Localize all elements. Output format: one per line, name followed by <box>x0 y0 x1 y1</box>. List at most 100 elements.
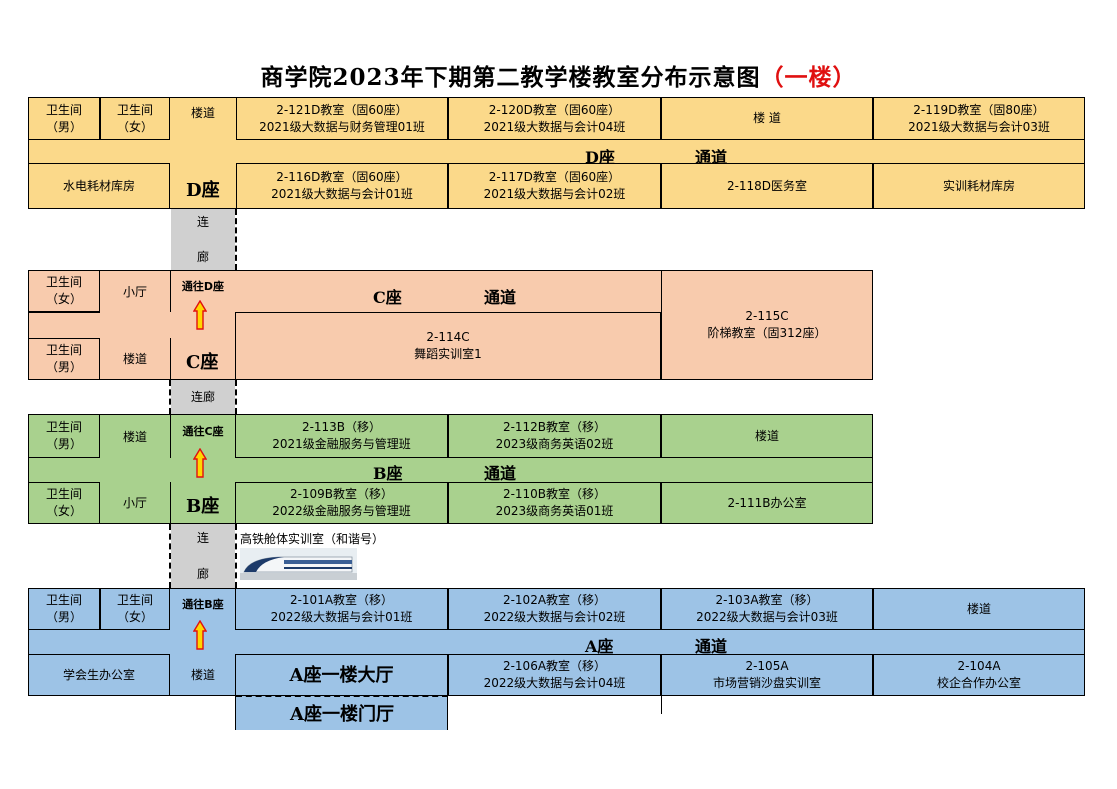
label: 2022级金融服务与管理班 <box>272 504 411 518</box>
room-2-117d: 2-117D教室（固60座）2021级大数据与会计02班 <box>448 163 661 209</box>
corridor-edge <box>169 524 171 588</box>
label: （女） <box>116 610 153 624</box>
label: （男） <box>45 437 82 451</box>
a-stairs-2: 楼道 <box>171 656 235 694</box>
label: 2-101A教室（移） <box>289 593 394 607</box>
room-2-118d: 2-118D医务室 <box>661 163 873 209</box>
label: 卫生间 <box>45 420 82 434</box>
label: 水电耗材库房 <box>62 178 135 193</box>
label: A座一楼大厅 <box>289 664 394 686</box>
corridor-edge <box>235 524 237 588</box>
d-passage-name: D座 <box>585 148 615 167</box>
label: 2-113B（移） <box>301 420 382 434</box>
label: 舞蹈实训室1 <box>414 347 482 361</box>
label: （男） <box>45 360 82 374</box>
label: 2021级大数据与会计01班 <box>271 187 413 201</box>
b-wc-female: 卫生间（女） <box>28 482 100 524</box>
label: 连廊 <box>190 389 215 404</box>
room-2-121d: 2-121D教室（固60座）2021级大数据与财务管理01班 <box>236 97 448 140</box>
room-2-111b: 2-111B办公室 <box>661 482 873 524</box>
a-gate-hall-background <box>236 696 448 730</box>
c-to-d-label: 通往D座 <box>171 276 235 296</box>
b-lobby: 小厅 <box>100 484 170 522</box>
label: 2021级大数据与会计02班 <box>483 187 626 201</box>
label: 学会生办公室 <box>62 667 135 682</box>
label: （男） <box>45 119 82 134</box>
label: 2022级大数据与会计03班 <box>696 610 838 624</box>
label: 2-115C <box>745 309 789 323</box>
b-passage-label: 通道 <box>484 464 517 483</box>
label: 廊 <box>196 566 209 581</box>
room-2-102a: 2-102A教室（移） 2022级大数据与会计02班 <box>448 588 661 630</box>
d-storage-utilities: 水电耗材库房 <box>28 163 170 209</box>
label: 2-121D教室（固60座） <box>276 102 408 117</box>
room-2-110b: 2-110B教室（移） 2023级商务英语01班 <box>448 482 661 524</box>
c-lobby: 小厅 <box>100 272 170 312</box>
label: 2-119D教室（固80座） <box>913 102 1045 117</box>
room-2-119d: 2-119D教室（固80座） 2021级大数据与会计03班 <box>873 97 1085 140</box>
d-stairs-1: 楼道 <box>171 98 235 128</box>
d-stairs-2: 楼 道 <box>661 97 873 140</box>
c-wc-female: 卫生间 （女） <box>28 270 100 312</box>
train-room-label: 高铁舱体实训室（和谐号） <box>240 532 385 546</box>
up-arrow-icon <box>193 620 207 650</box>
label: 2023级商务英语02班 <box>495 437 614 451</box>
corridor-c-b <box>171 380 235 414</box>
label: A座一楼门厅 <box>290 703 394 725</box>
label: 连 <box>196 214 209 229</box>
corridor-label-1: 连 <box>171 528 235 548</box>
label: 2021级大数据与会计03班 <box>908 119 1050 134</box>
room-2-104a: 2-104A 校企合作办公室 <box>873 654 1085 696</box>
label: 卫生间 <box>45 487 82 501</box>
label: （女） <box>116 119 153 134</box>
label: 楼道 <box>122 351 147 366</box>
label: 2-102A教室（移） <box>502 593 607 607</box>
corridor-label-1: 连 <box>171 212 235 232</box>
a-passage-label: 通道 <box>695 637 728 656</box>
title-main: 商学院2023年下期第二教学楼教室分布示意图 <box>260 64 761 91</box>
divider <box>170 338 171 380</box>
corridor-edge <box>235 209 237 270</box>
label: 卫生间 <box>45 343 82 357</box>
label: 2022级大数据与会计02班 <box>483 610 626 624</box>
divider <box>661 696 662 714</box>
label: （女） <box>45 292 82 306</box>
label: 市场营销沙盘实训室 <box>712 676 821 690</box>
room-2-114c: 2-114C 舞蹈实训室1 <box>235 312 661 380</box>
label: 连 <box>196 530 209 545</box>
label: 2-114C <box>426 330 470 344</box>
d-passage-label: 通道 <box>695 148 728 167</box>
room-2-113b: 2-113B（移）2021级金融服务与管理班 <box>235 414 448 458</box>
label: 通往C座 <box>182 424 224 438</box>
d-storage-training: 实训耗材库房 <box>873 163 1085 209</box>
corridor-edge <box>235 380 237 414</box>
label: 卫生间 <box>45 275 82 289</box>
label: 校企合作办公室 <box>936 676 1021 690</box>
label: 2-110B教室（移） <box>502 487 607 501</box>
label: 卫生间 <box>45 593 82 607</box>
label: 楼道 <box>190 105 215 120</box>
page-title: 商学院2023年下期第二教学楼教室分布示意图（一楼） <box>0 58 1117 92</box>
corridor-d-c <box>171 209 235 270</box>
label: 2-104A <box>957 659 1001 673</box>
label: 通往D座 <box>181 279 225 293</box>
divider <box>170 270 171 312</box>
label: 2021级大数据与会计04班 <box>483 119 626 134</box>
label: 2022级大数据与会计01班 <box>270 610 413 624</box>
c-wc-male: 卫生间 （男） <box>28 338 100 380</box>
b-wc-male: 卫生间 （男） <box>28 414 100 458</box>
b-stairs-2: 楼道 <box>661 414 873 458</box>
label: 卫生间 <box>45 102 82 117</box>
label: 卫生间 <box>116 593 153 607</box>
label: 2023级商务英语01班 <box>495 504 614 518</box>
up-arrow-icon <box>193 448 207 478</box>
a-lobby: A座一楼大厅 <box>235 654 448 696</box>
d-wc-male: 卫生间 （男） <box>28 97 100 140</box>
label: 通往B座 <box>182 597 224 611</box>
a-passage-name: A座 <box>585 637 614 656</box>
room-2-120d: 2-120D教室（固60座）2021级大数据与会计04班 <box>448 97 661 140</box>
a-stairs-1: 楼道 <box>873 588 1085 630</box>
label: 廊 <box>196 249 209 264</box>
